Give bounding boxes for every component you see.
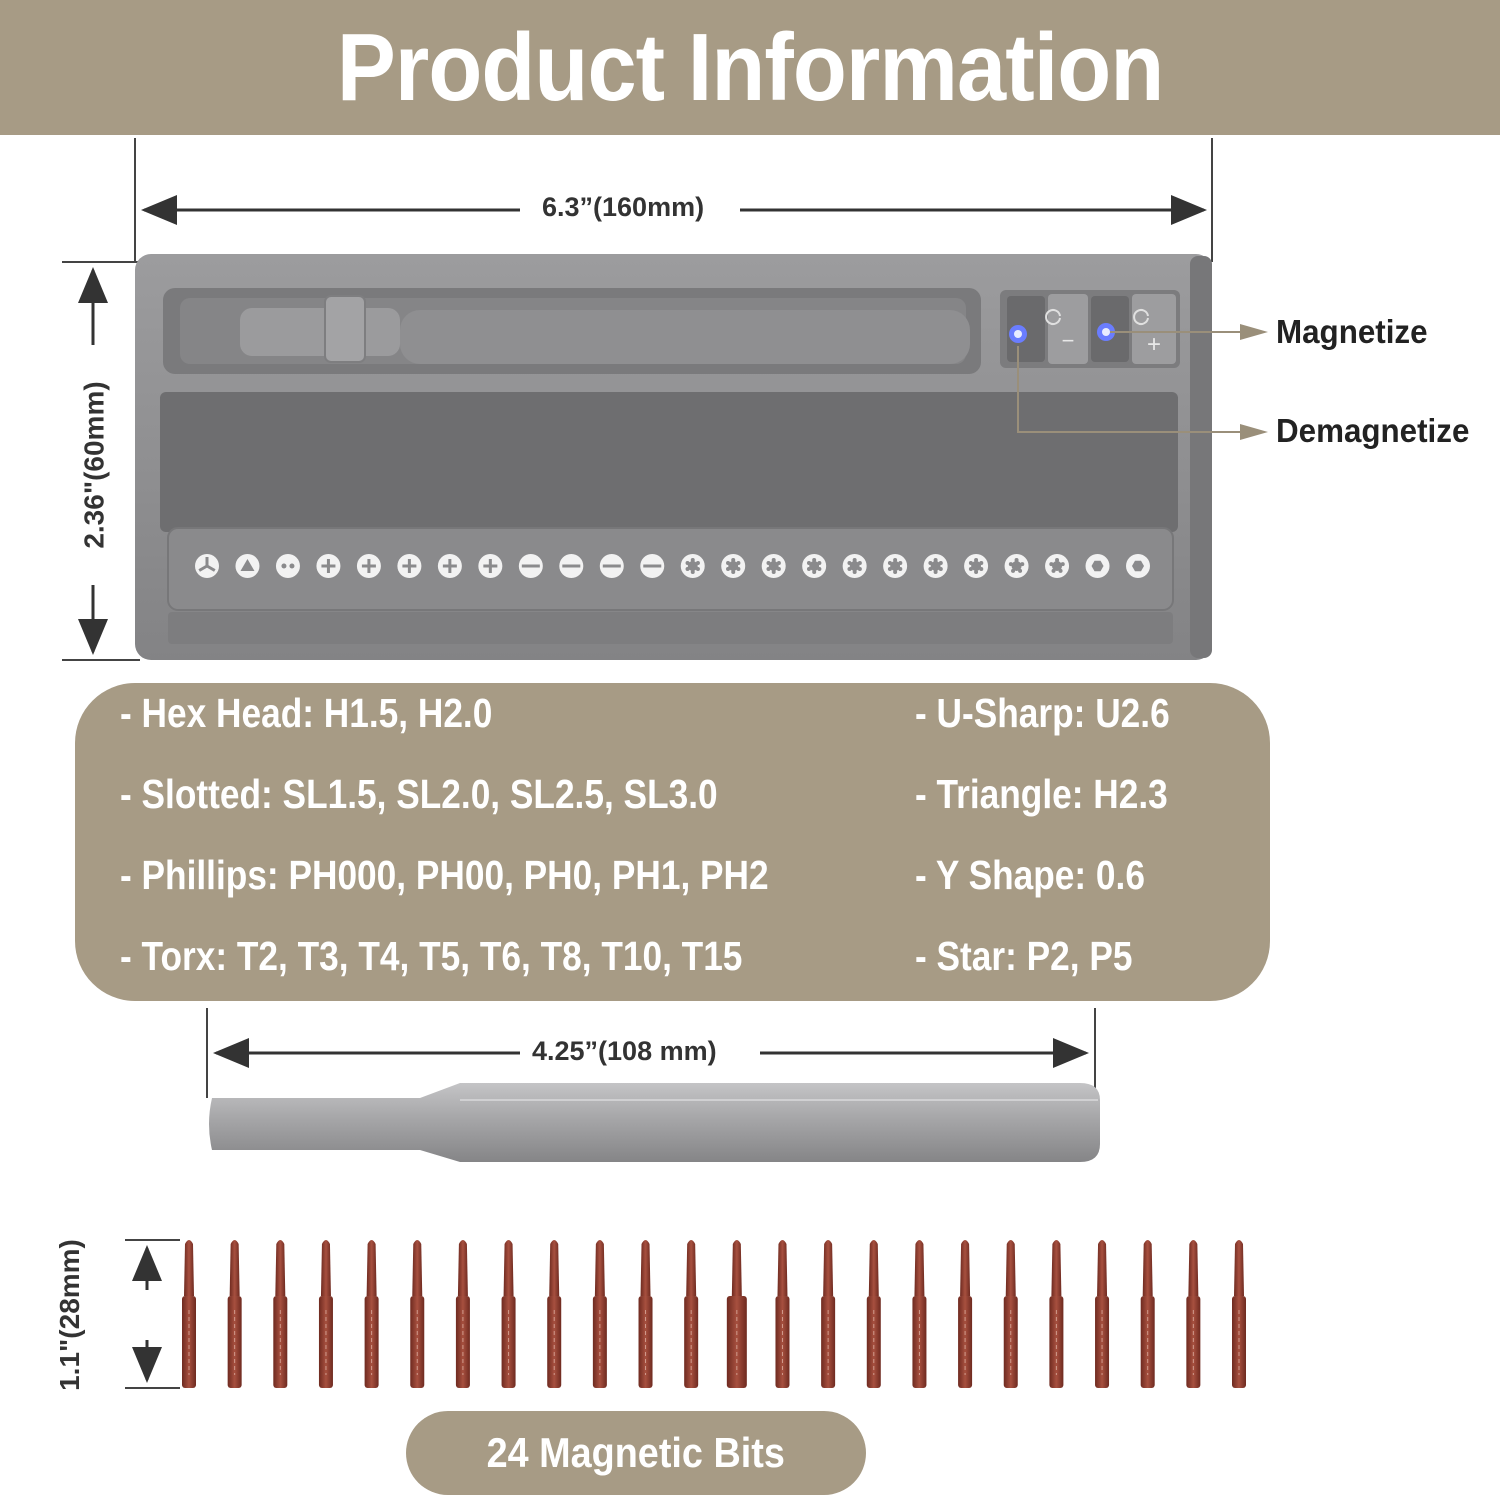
magnetic-bit	[912, 1240, 927, 1388]
tray-slot-row	[195, 554, 1150, 578]
toolbox-case	[135, 254, 1212, 660]
magnetic-bit	[318, 1240, 333, 1388]
bits-count-label: 24 Magnetic Bits	[486, 1429, 786, 1476]
tray-slot	[680, 554, 705, 578]
tray-slot	[640, 554, 665, 578]
case-width-label: 6.3”(160mm)	[530, 192, 717, 223]
tray-slot	[923, 554, 948, 578]
tray-slot	[721, 554, 746, 578]
magnetic-bit	[364, 1240, 379, 1388]
tray-slot	[235, 554, 260, 578]
bit-length-dimension	[125, 1239, 180, 1389]
tray-slot	[437, 554, 462, 578]
specs-panel	[75, 683, 1270, 1001]
bit-length-label: 1.1"(28mm)	[53, 1239, 85, 1391]
tray-slot	[761, 554, 786, 578]
tray-slot	[1126, 554, 1150, 578]
magnetic-bit	[410, 1240, 425, 1388]
tray-slot	[964, 554, 989, 578]
magnetic-bit	[958, 1240, 973, 1388]
screwdriver-handle	[209, 1083, 1100, 1162]
case-height-label-wrap: 2.36"(60mm)	[0, 381, 200, 548]
spec-u-sharp: - U-Sharp: U2.6	[915, 690, 1170, 736]
bit-row	[182, 1240, 1246, 1388]
magnetic-bit	[182, 1240, 196, 1388]
spec-torx: - Torx: T2, T3, T4, T5, T6, T8, T10, T15	[120, 933, 743, 979]
magnetic-bit	[638, 1240, 653, 1388]
magnetic-bit	[1232, 1240, 1246, 1388]
magnetic-bit	[547, 1240, 562, 1388]
magnetic-bit	[227, 1240, 242, 1388]
magnetic-bit	[592, 1240, 607, 1388]
tray-slot	[1085, 554, 1110, 578]
spec-y-shape: - Y Shape: 0.6	[915, 852, 1145, 898]
tray-slot	[478, 554, 503, 578]
magnetize-sign: +	[1147, 331, 1161, 358]
tray-slot	[397, 554, 422, 578]
tray-slot	[275, 554, 300, 578]
magnetic-bit	[821, 1240, 836, 1388]
magnetic-bit	[775, 1240, 790, 1388]
spec-slotted: - Slotted: SL1.5, SL2.0, SL2.5, SL3.0	[120, 771, 718, 817]
case-height-dimension	[62, 261, 140, 661]
tray-slot	[316, 554, 341, 578]
tray-slot	[842, 554, 867, 578]
tray-slot	[802, 554, 827, 578]
bit-length-label-wrap: 1.1"(28mm)	[0, 1239, 160, 1391]
magnetize-label: Magnetize	[1276, 313, 1428, 350]
magnetic-bit	[455, 1240, 470, 1388]
demagnetize-sign: −	[1062, 328, 1075, 353]
bits-count-badge: 24 Magnetic Bits	[406, 1411, 866, 1495]
page-title: Product Information	[336, 13, 1164, 121]
demagnetize-label: Demagnetize	[1276, 412, 1470, 449]
case-height-label: 2.36"(60mm)	[78, 381, 110, 549]
tray-slot	[1004, 554, 1029, 578]
tray-slot	[883, 554, 908, 578]
magnet-icon	[1133, 309, 1149, 325]
magnetic-bit	[684, 1240, 699, 1388]
tray-slot	[356, 554, 381, 578]
spec-hex-head: - Hex Head: H1.5, H2.0	[120, 690, 493, 736]
tray-slot	[559, 554, 584, 578]
magnetic-bit	[1049, 1240, 1064, 1388]
handle-length-label: 4.25”(108 mm)	[520, 1036, 729, 1067]
magnetic-bit	[501, 1240, 516, 1388]
tray-slot	[1045, 554, 1070, 578]
callout-arrows	[1017, 324, 1268, 440]
handle-length-dimension	[206, 1008, 1096, 1098]
header-banner: Product Information	[0, 0, 1500, 135]
magnetic-bit	[1095, 1240, 1110, 1388]
tray-slot	[518, 554, 543, 578]
magnetic-bit	[1003, 1240, 1018, 1388]
magnetizer: − +	[1000, 290, 1180, 368]
magnet-icon	[1045, 309, 1061, 325]
magnetic-bit	[273, 1240, 288, 1388]
magnetic-bit	[1140, 1240, 1155, 1388]
tray-slot	[599, 554, 624, 578]
spec-star: - Star: P2, P5	[915, 933, 1133, 979]
magnetic-bit	[866, 1240, 881, 1388]
tray-slot	[195, 554, 219, 578]
spec-triangle: - Triangle: H2.3	[915, 771, 1168, 817]
magnetic-bit	[726, 1240, 747, 1388]
spec-phillips: - Phillips: PH000, PH00, PH0, PH1, PH2	[120, 852, 769, 898]
case-width-dimension	[134, 138, 1213, 262]
magnetic-bit	[1186, 1240, 1201, 1388]
